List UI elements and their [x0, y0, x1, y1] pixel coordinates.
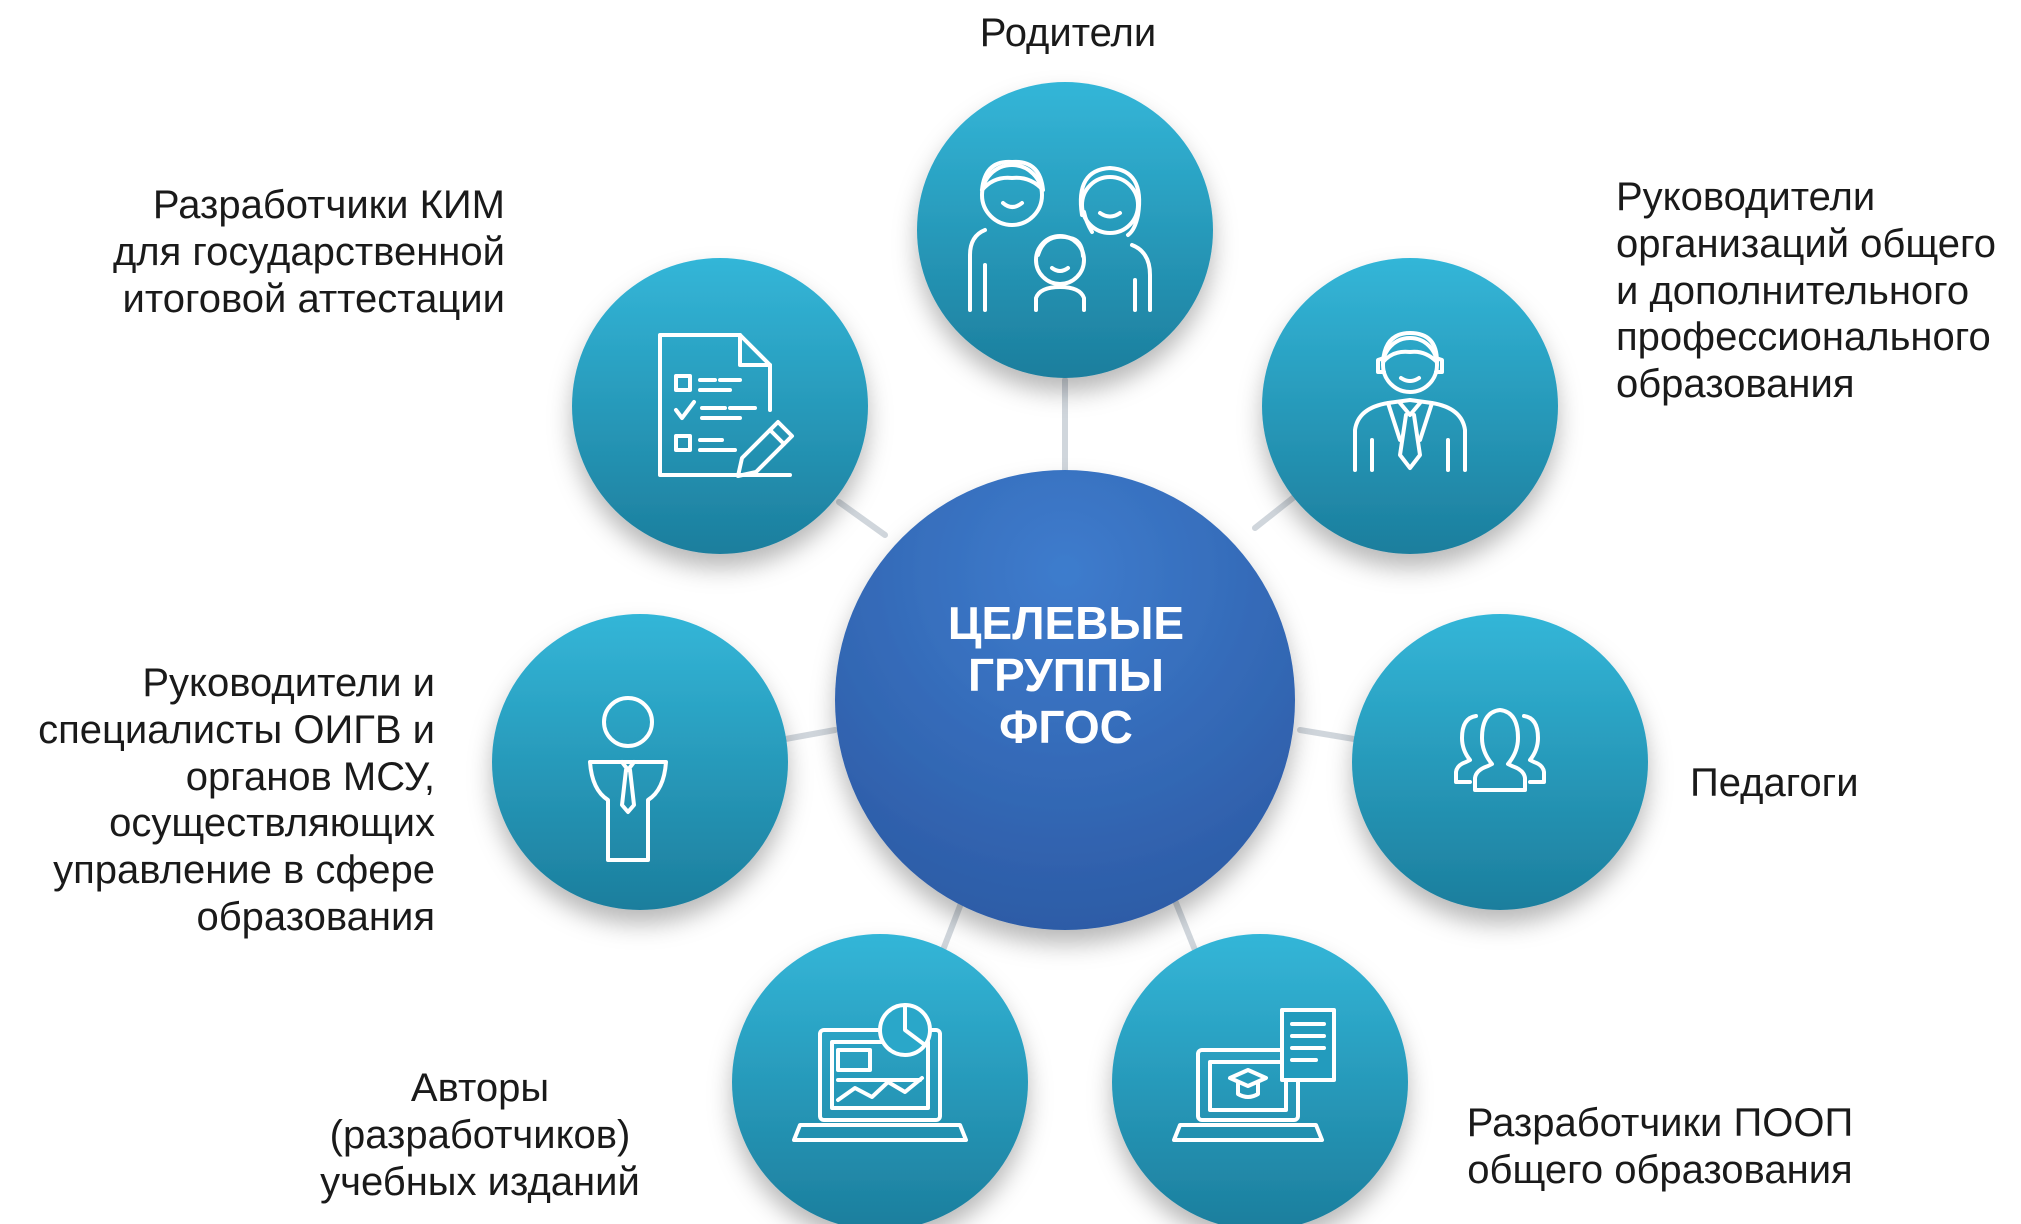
checklist-document-icon	[658, 333, 794, 478]
laptop-analytics-icon	[792, 1003, 968, 1142]
people-group-icon	[1454, 708, 1546, 792]
label-teachers: Педагоги	[1690, 761, 1859, 805]
connector-poop-developers	[1169, 890, 1198, 953]
center-circle	[835, 470, 1295, 930]
node-circle-parents	[917, 82, 1213, 378]
label-parents: Родители	[979, 11, 1157, 55]
label-textbook-authors: Авторы (разработчиков) учебных изданий	[320, 1066, 640, 1204]
official-person-icon	[588, 696, 668, 862]
center-title: ЦЕЛЕВЫЕ ГРУППЫ ФГОС	[947, 597, 1185, 753]
label-oigv-heads: Руководители и специалисты ОИГВ и органо…	[38, 661, 435, 939]
label-poop-developers: Разработчики ПООП общего образования	[1466, 1101, 1854, 1192]
node-circle-org-heads	[1262, 258, 1558, 554]
label-kim-developers: Разработчики КИМ для государственной ито…	[112, 183, 505, 321]
manager-tie-icon	[1353, 331, 1467, 472]
connector-oigv-heads	[777, 727, 838, 743]
label-org-heads: Руководители организаций общего и дополн…	[1616, 175, 1996, 407]
laptop-graduation-cap-icon	[1172, 1008, 1336, 1142]
connector-kim-developers	[836, 499, 888, 538]
family-icon	[968, 159, 1152, 312]
node-circle-teachers	[1352, 614, 1648, 910]
connector-teachers	[1297, 727, 1363, 743]
